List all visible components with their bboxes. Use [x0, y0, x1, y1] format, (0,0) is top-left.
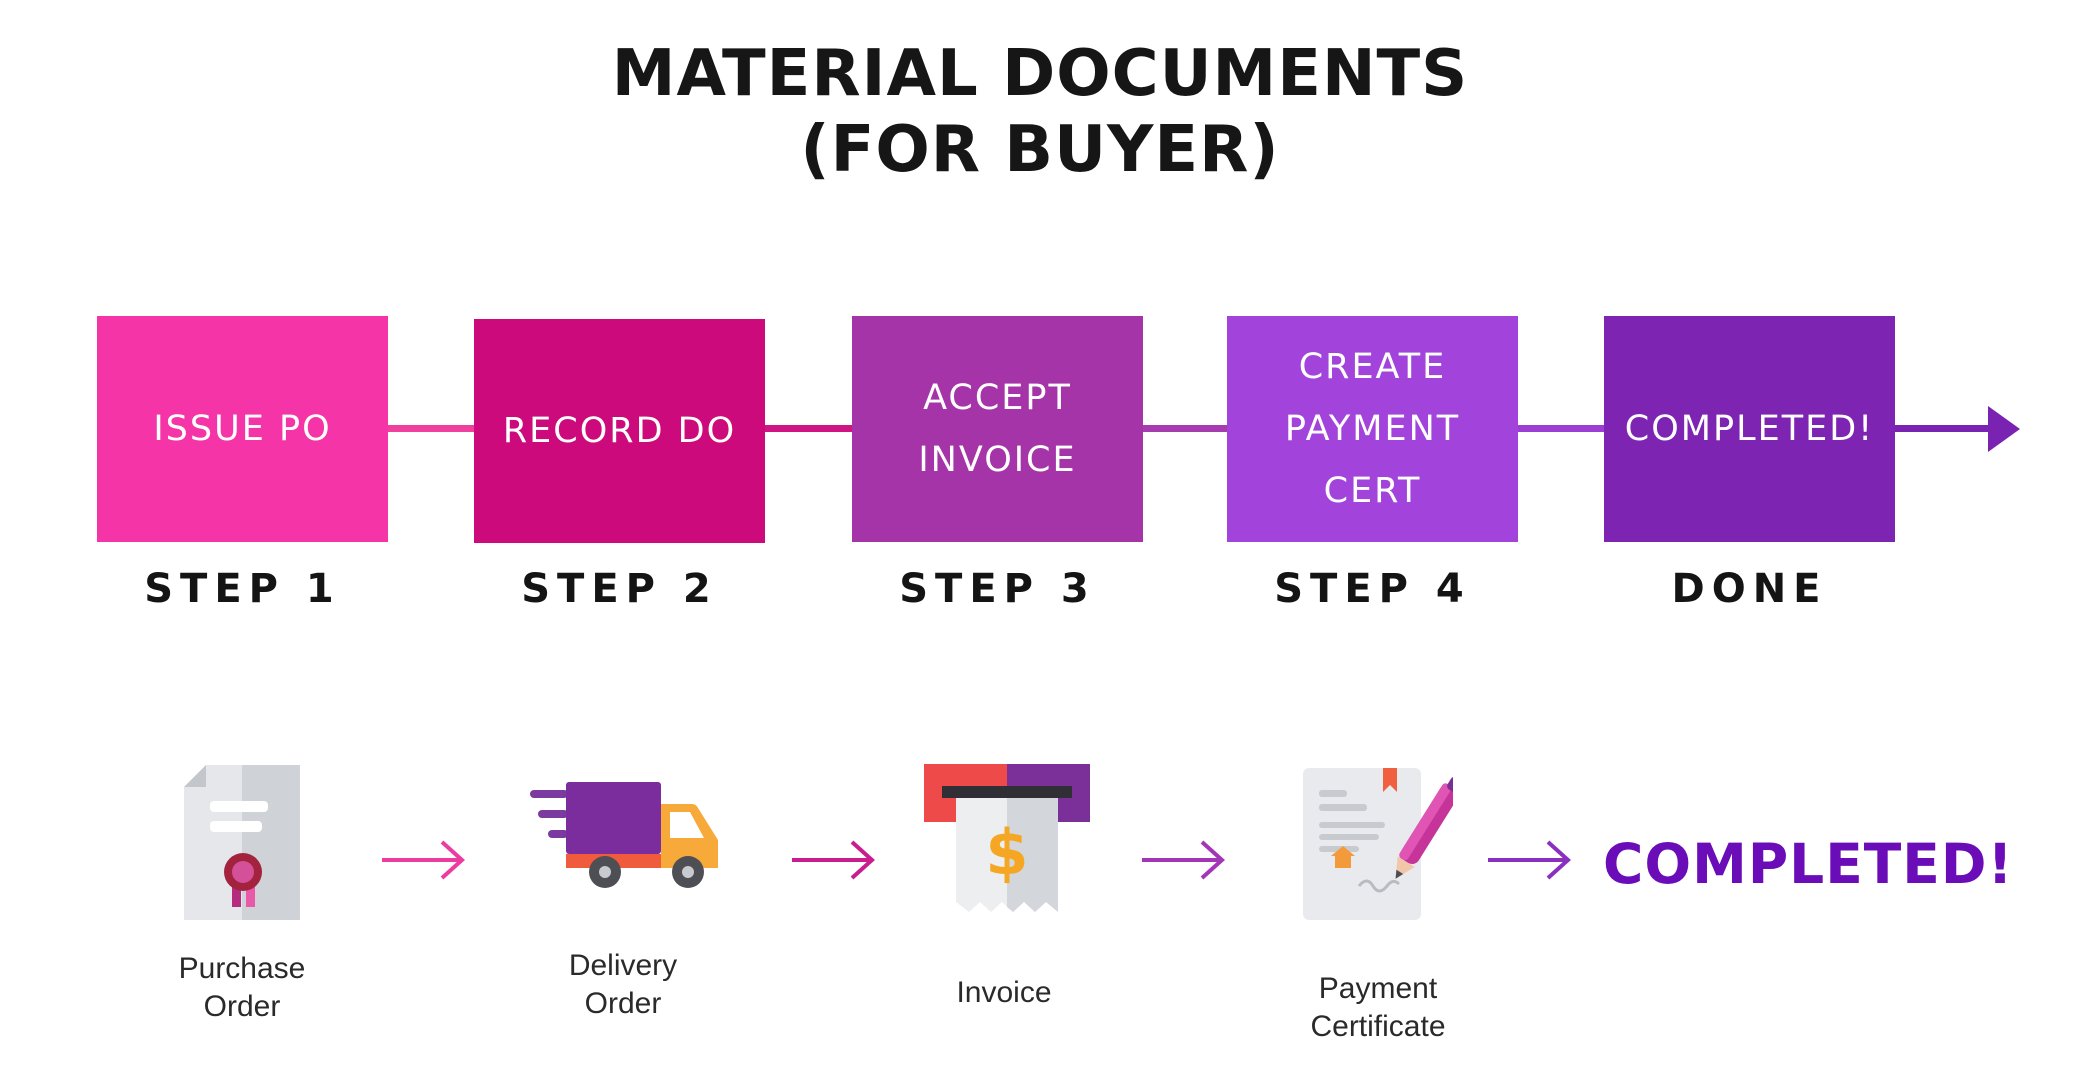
step-box-record-do: RECORD DO: [474, 319, 765, 543]
certificate-document-icon: [184, 765, 300, 920]
flow-arrow-head-icon: [1988, 406, 2020, 452]
document-label-invoice: Invoice: [956, 976, 1052, 1009]
arrow-right-icon: [792, 840, 875, 880]
signed-contract-icon: [1303, 768, 1453, 920]
step-box-issue-po: ISSUE PO: [97, 316, 388, 542]
step-box-text: CREATE PAYMENT CERT: [1284, 347, 1461, 511]
document-label-delivery-order: Delivery Order: [568, 949, 678, 1020]
document-label-purchase-order: Purchase Order: [178, 952, 306, 1023]
delivery-truck-icon: [530, 782, 718, 888]
step-box-text: ISSUE PO: [153, 409, 332, 449]
page-title: MATERIAL DOCUMENTS: [611, 37, 1469, 111]
page-subtitle: (FOR BUYER): [800, 113, 1280, 187]
step-label: STEP 3: [899, 566, 1096, 612]
step-label: STEP 1: [144, 566, 341, 612]
step-label: STEP 4: [1274, 566, 1471, 612]
step-box-accept-invoice: ACCEPT INVOICE: [852, 316, 1143, 542]
step-box-create-payment-cert: CREATE PAYMENT CERT: [1227, 316, 1518, 542]
step-label: STEP 2: [521, 566, 718, 612]
step-box-text: ACCEPT INVOICE: [918, 378, 1077, 480]
document-label-payment-certificate: Payment Certificate: [1310, 972, 1446, 1043]
step-box-text: RECORD DO: [502, 411, 737, 451]
invoice-receipt-icon: $: [924, 764, 1090, 912]
flow-connector: [385, 425, 480, 432]
flow-connector: [762, 425, 857, 432]
flow-connector: [1893, 425, 1993, 432]
step-label: DONE: [1671, 566, 1828, 612]
arrow-right-icon: [1488, 840, 1571, 880]
flow-connector: [1516, 425, 1611, 432]
svg-text:$: $: [985, 816, 1028, 889]
arrow-right-icon: [1142, 840, 1225, 880]
step-box-text: COMPLETED!: [1624, 409, 1875, 449]
flow-connector: [1140, 425, 1235, 432]
final-completed-text: COMPLETED!: [1603, 832, 2014, 896]
step-box-completed: COMPLETED!: [1604, 316, 1895, 542]
arrow-right-icon: [382, 840, 465, 880]
